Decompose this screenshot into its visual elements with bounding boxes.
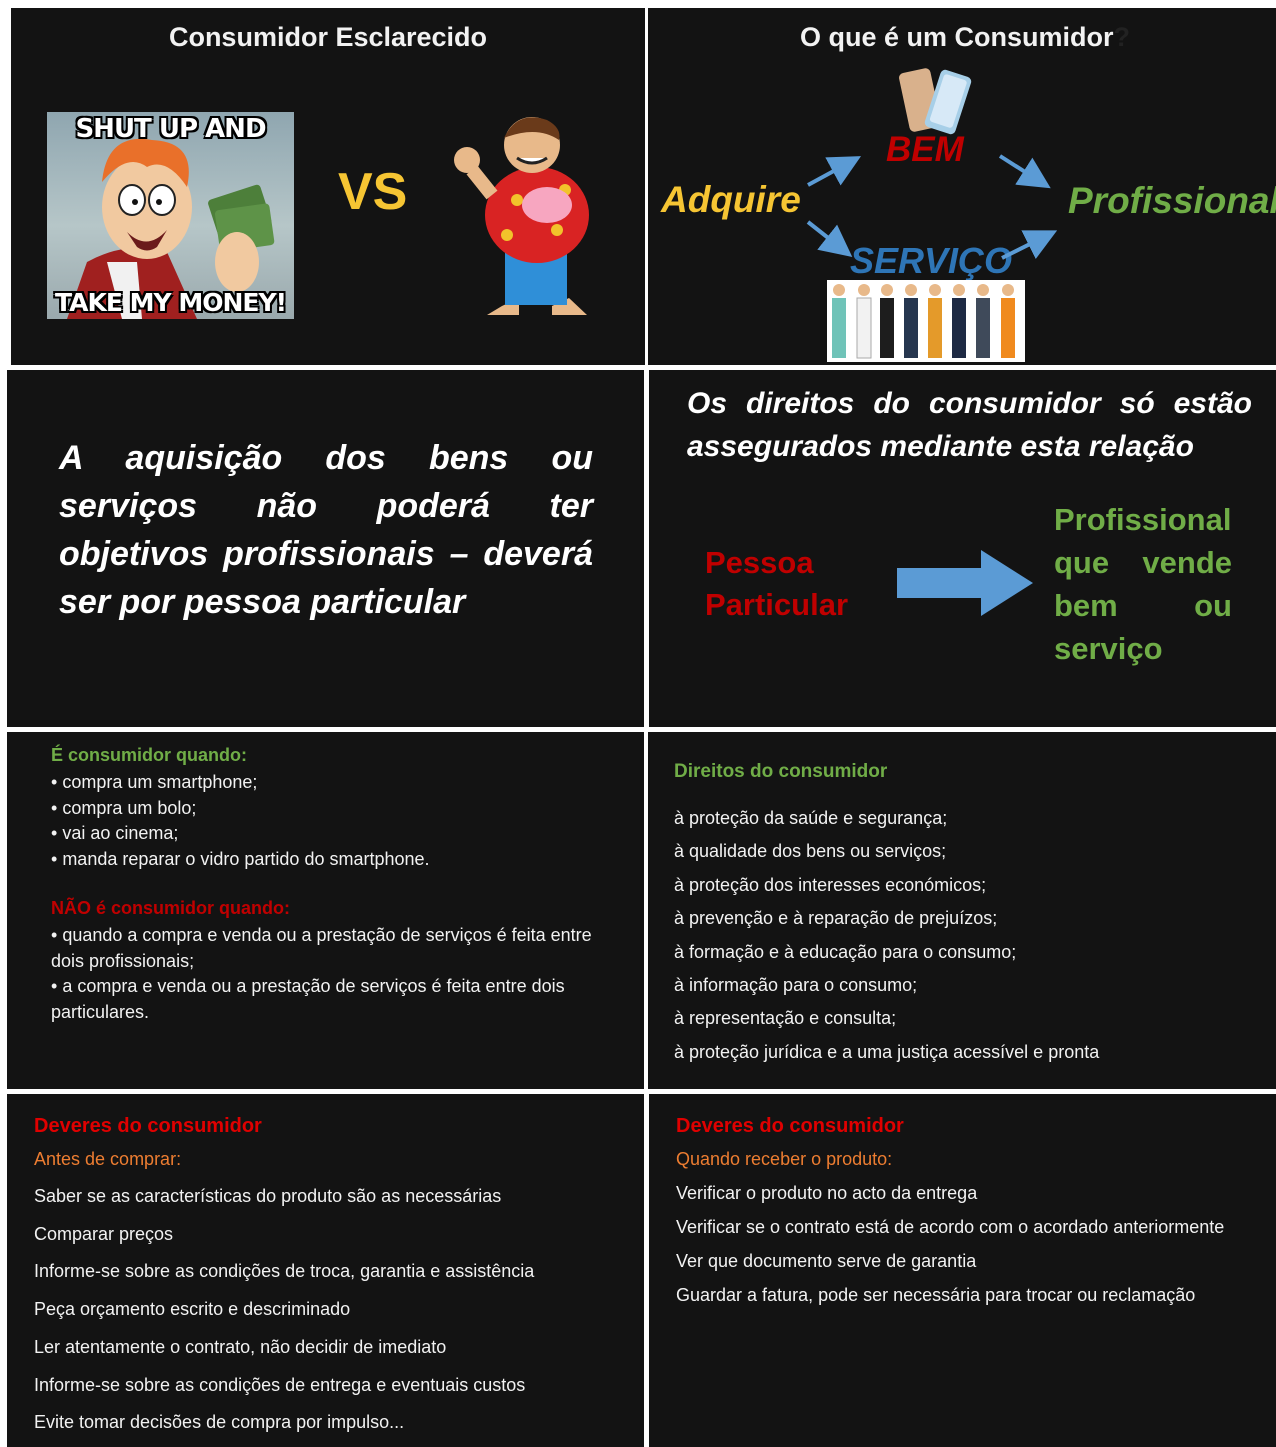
aquisicao-line: A aquisição dos bens ou (59, 439, 593, 477)
list-item: à informação para o consumo; (674, 975, 918, 996)
list-item: • a compra e venda ou a prestação de ser… (51, 976, 565, 1022)
slide-e-consumidor-quando: É consumidor quando: • compra um smartph… (7, 732, 644, 1089)
relacao-heading: Os direitos do consumidor só estão asseg… (687, 382, 1252, 468)
list-item: Ler atentamente o contrato, não decidir … (34, 1336, 447, 1357)
list-item: • vai ao cinema; (51, 823, 179, 843)
fry-character-icon (67, 138, 275, 319)
profissional-label: Profissional (1068, 180, 1276, 221)
aquisicao-line: objetivos profissionais – deverá (59, 535, 593, 573)
list-item: à qualidade dos bens ou serviços; (674, 841, 947, 862)
professionals-icon (827, 280, 1025, 362)
list-item: Saber se as características do produto s… (34, 1186, 502, 1206)
arrow-servico-profissional (1001, 230, 1058, 260)
profissional-line: que vende (1054, 545, 1232, 580)
slide-consumidor-esclarecido: Consumidor Esclarecido SHUT UP AND TAKE … (11, 8, 645, 365)
list-item: Verificar o produto no acto da entrega (676, 1183, 978, 1203)
list-item: à formação e à educação para o consumo; (674, 941, 1017, 962)
slide-o-que-e-consumidor: O que é um Consumidor? BEM Adquire Profi… (648, 8, 1276, 365)
list-item: à representação e consulta; (674, 1008, 897, 1029)
list-item: Ver que documento serve de garantia (676, 1251, 977, 1271)
profissional-vende: Profissional que vende bem ou serviço (1054, 498, 1232, 670)
list-item: Evite tomar decisões de compra por impul… (34, 1412, 405, 1433)
arrow-adquire-servico (806, 220, 853, 257)
deveres-antes-list: Saber se as características do produto s… (34, 1178, 634, 1442)
list-item: à proteção dos interesses económicos; (674, 874, 987, 895)
profissional-line: bem ou (1054, 588, 1232, 623)
yes-list: • compra um smartphone; • compra um bolo… (51, 770, 611, 872)
list-item: Verificar se o contrato está de acordo c… (676, 1217, 1225, 1237)
relacao-heading-line: assegurados mediante esta relação (687, 430, 1194, 463)
meme-bottom-text: TAKE MY MONEY! (55, 288, 287, 317)
profissional-line: serviço (1054, 631, 1163, 666)
slide-deveres-receber: Deveres do consumidor Quando receber o p… (649, 1094, 1276, 1447)
deveres-receber-list: Verificar o produto no acto da entrega V… (676, 1180, 1253, 1308)
arrow-bem-profissional (998, 154, 1051, 189)
right-arrow-icon (897, 550, 1033, 616)
list-item: Informe-se sobre as condições de troca, … (34, 1261, 535, 1282)
list-item: • manda reparar o vidro partido do smart… (51, 848, 430, 869)
slide-aquisicao: A aquisição dos bens ou serviços não pod… (7, 370, 644, 727)
yes-heading: É consumidor quando: (51, 745, 247, 765)
deveres-heading: Deveres do consumidor (676, 1115, 904, 1137)
list-item: à prevenção e à reparação de prejuízos; (674, 908, 998, 929)
direitos-heading: Direitos do consumidor (674, 761, 888, 782)
meme-top-text: SHUT UP AND (75, 114, 266, 144)
arrow-adquire-bem (807, 156, 862, 187)
list-item: Guardar a fatura, pode ser necessária pa… (676, 1285, 1196, 1305)
slide-title: O que é um Consumidor? (799, 22, 1131, 52)
slide-deveres-antes: Deveres do consumidor Antes de comprar: … (7, 1094, 644, 1447)
direitos-list: à proteção da saúde e segurança; à quali… (674, 802, 1254, 1069)
list-item: Informe-se sobre as condições de entrega… (34, 1374, 526, 1395)
saver-character-icon (454, 117, 589, 315)
profissional-line: Profissional (1054, 502, 1232, 537)
no-heading: NÃO é consumidor quando: (51, 898, 291, 918)
deveres-heading: Deveres do consumidor (34, 1115, 262, 1137)
list-item: à proteção da saúde e segurança; (674, 808, 948, 828)
vs-label: VS (338, 163, 408, 221)
servico-label: SERVIÇO (850, 240, 1013, 281)
list-item: • compra um bolo; (51, 797, 197, 818)
aquisicao-text: A aquisição dos bens ou serviços não pod… (59, 434, 593, 626)
list-item: Peça orçamento escrito e descriminado (34, 1299, 351, 1320)
smartphones-icon (899, 68, 972, 135)
pessoa-line: Pessoa (705, 545, 814, 580)
slide-direitos-consumidor: Direitos do consumidor à proteção da saú… (648, 732, 1276, 1089)
aquisicao-line: ser por pessoa particular (59, 583, 466, 621)
deveres-subheading: Quando receber o produto: (676, 1149, 893, 1169)
no-list: • quando a compra e venda ou a prestação… (51, 923, 611, 1025)
bem-label: BEM (886, 130, 964, 169)
pessoa-particular: Pessoa Particular (705, 542, 848, 626)
flow-arrows (806, 154, 1058, 260)
relacao-heading-line: Os direitos do consumidor só estão (687, 387, 1252, 420)
meme-image: SHUT UP AND TAKE MY MONEY! (47, 112, 294, 319)
list-item: • compra um smartphone; (51, 772, 258, 792)
list-item: • quando a compra e venda ou a prestação… (51, 925, 592, 971)
adquire-label: Adquire (661, 179, 801, 220)
deveres-subheading: Antes de comprar: (34, 1149, 182, 1169)
slide-title: Consumidor Esclarecido (168, 22, 488, 52)
slide-direitos-relacao: Os direitos do consumidor só estão asseg… (649, 370, 1276, 727)
pessoa-line: Particular (705, 587, 849, 622)
aquisicao-line: serviços não poderá ter (59, 487, 593, 525)
list-item: Comparar preços (34, 1223, 174, 1244)
list-item: à proteção jurídica e a uma justiça aces… (674, 1041, 1100, 1062)
